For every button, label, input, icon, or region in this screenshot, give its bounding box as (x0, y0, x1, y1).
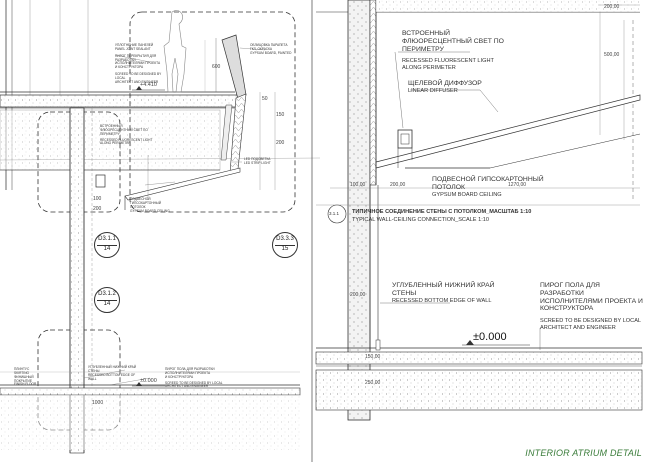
dim-wall-mid: 200,00 (350, 292, 366, 298)
section-marker (327, 204, 347, 224)
suspended-ceiling (375, 94, 641, 169)
level-mark-main (462, 340, 530, 346)
note-left-recessed-edge: УГЛУБЛЕННЫЙ НИЖНИЙ КРАЙ СТЕНЫ RECESSED B… (88, 365, 137, 381)
note-left-screed: ПИРОГ ПОЛА ДЛЯ РАЗРАБОТКИ ИСПОЛНИТЕЛЯМИ … (165, 367, 223, 389)
note-perimeter-light: ВСТРОЕННЫЙ ФЛЮОРЕСЦЕНТНЫЙ СВЕТ ПО ПЕРИМЕ… (100, 124, 153, 146)
light-fixture-icon (95, 174, 106, 188)
detail-ref-d3-3-3[interactable]: D3.3.3 15 (272, 232, 298, 258)
left-dim-4: 100 (93, 196, 102, 202)
note-skirting-finish: ПЛИНТУС SKIRTING ФИНИШНЫЙ ПОКРЫТИЕ FINIS… (14, 367, 37, 387)
ground-floor-screed (0, 387, 301, 396)
left-dim-2: 200 (276, 140, 285, 146)
note-linear-diffuser: ЩЕЛЕВОЙ ДИФФУЗОР LINEAR DIFFUSER (408, 80, 482, 94)
dim-floor-b: 250,00 (365, 380, 381, 386)
elevation-zero: ±0.000 (473, 331, 507, 343)
left-detail (0, 0, 321, 454)
section-title-en: TYPICAL WALL-CEILING CONNECTION_SCALE 1:… (352, 217, 489, 223)
left-dim-3: 50 (262, 96, 268, 102)
left-dim-5: 200 (93, 206, 102, 212)
note-led-strip: LED ПОДСВЕТКА LED STRIP LIGHT (244, 157, 271, 165)
upper-floor-slab (0, 94, 241, 108)
drawing-caption: INTERIOR ATRIUM DETAIL (525, 448, 642, 458)
detail-ref-d3-1-2[interactable]: D3.1.2 14 (94, 287, 120, 313)
left-dim-6: 600 (212, 64, 221, 70)
left-dim-7: 1000 (92, 400, 104, 406)
note-floor-screed: ПИРОГ ПОЛА ДЛЯ РАЗРАБОТКИ ИСПОЛНИТЕЛЯМИ … (540, 282, 643, 331)
right-detail (315, 0, 643, 421)
note-left-ceiling: ПОДВЕСНОЙ ГИПСОКАРТОННЫЙ ПОТОЛОК GYPSUM … (130, 197, 170, 213)
gypsum-ceiling (124, 167, 241, 201)
parapet (221, 34, 247, 100)
note-parapet-cladding: ОБЛИЦОВКА ПАРАПЕТА ГКЛ, ОКРАСКА GYPSUM B… (250, 43, 292, 55)
left-dim-1: 150 (276, 112, 285, 118)
level-mark-upper (132, 86, 165, 91)
level-mark-lower (132, 382, 165, 387)
note-recessed-light: ВСТРОЕННЫЙ ФЛЮОРЕСЦЕНТНЫЙ СВЕТ ПО ПЕРИМЕ… (402, 30, 504, 71)
left-level-upper: +4.410 (140, 82, 157, 88)
floor-slab (315, 369, 643, 411)
dim-wall-a: 100,00 (350, 182, 366, 188)
floor-screed (315, 351, 643, 365)
detail-ref-d3-1-1[interactable]: D3.1.1 14 (94, 232, 120, 258)
note-right-ceiling: ПОДВЕСНОЙ ГИПСОКАРТОННЫЙ ПОТОЛОК GYPSUM … (432, 176, 544, 198)
note-panel-sealant: УПЛОТНЕНИЕ ПАНЕЛЕЙ PANEL JOINT SEALANT П… (115, 43, 162, 84)
section-marker-label: 3.1.1 (329, 211, 340, 216)
note-recessed-edge: УГЛУБЛЕННЫЙ НИЖНИЙ КРАЙ СТЕНЫ RECESSED B… (392, 282, 495, 304)
person-silhouette-icon (163, 10, 187, 93)
dim-floor-a: 150,00 (365, 354, 381, 360)
dim-span: 1270,00 (508, 182, 527, 188)
left-level-lower: ±0.000 (140, 378, 157, 384)
section-title-ru: ТИПИЧНОЕ СОЕДИНЕНИЕ СТЕНЫ С ПОТОЛКОМ_МАС… (352, 209, 532, 215)
dim-wall-b: 200,00 (390, 182, 406, 188)
dim-top: 200,00 (604, 4, 620, 10)
callout-d3-3-3 (129, 11, 296, 213)
dim-right: 500,00 (604, 52, 620, 58)
